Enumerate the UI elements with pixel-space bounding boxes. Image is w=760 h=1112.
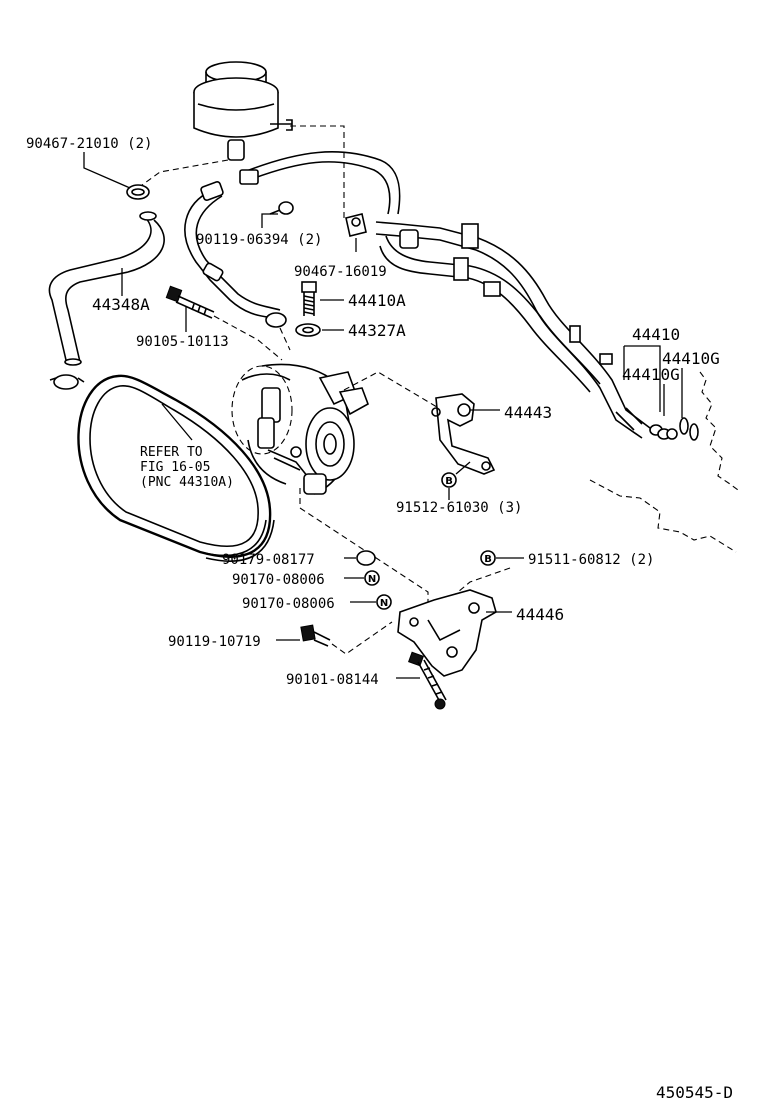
label-44348A: 44348A	[92, 295, 150, 314]
v-belt[interactable]	[77, 374, 275, 562]
b-mark-1: B	[441, 472, 457, 488]
label-44443: 44443	[504, 403, 552, 422]
label-90101-08144: 90101-08144	[286, 672, 379, 688]
pressure-tube-upper[interactable]	[243, 151, 651, 439]
gasket-44327A[interactable]	[295, 323, 321, 337]
b-mark-2: B	[480, 550, 496, 566]
label-90467-16019: 90467-16019	[294, 264, 387, 280]
label-44410G-b: 44410G	[622, 365, 680, 384]
refer-line-3: (PNC 44310A)	[140, 475, 234, 490]
pressure-tube-lower[interactable]	[379, 235, 613, 393]
label-44410: 44410	[632, 325, 680, 344]
label-90105-10113: 90105-10113	[136, 334, 229, 350]
svg-text:B: B	[484, 554, 492, 565]
label-90179-08177: 90179-08177	[222, 552, 315, 568]
power-steering-pump[interactable]	[231, 363, 369, 495]
diagram-code: 450545-D	[656, 1083, 733, 1102]
clip-90467-16019[interactable]	[345, 213, 367, 237]
bolt-90119-10719[interactable]	[300, 624, 331, 647]
n-mark-2: N	[376, 594, 392, 610]
label-91511-60812: 91511-60812 (2)	[528, 552, 654, 568]
label-44410A: 44410A	[348, 291, 406, 310]
refer-line-1: REFER TO	[140, 445, 203, 460]
reservoir-tank[interactable]	[193, 61, 293, 161]
label-90119-10719: 90119-10719	[168, 634, 261, 650]
n-mark-1: N	[364, 570, 380, 586]
return-hose[interactable]	[184, 169, 287, 328]
label-90170-08006-a: 90170-08006	[232, 572, 325, 588]
label-44410G-a: 44410G	[662, 349, 720, 368]
bolt-90105-10113[interactable]	[165, 285, 215, 319]
bracket-44446[interactable]	[397, 589, 497, 677]
plug-90179-08177[interactable]	[356, 550, 376, 566]
label-90119-06394: 90119-06394 (2)	[196, 232, 322, 248]
suction-hose-44348A[interactable]	[48, 211, 165, 366]
hose-clamp-upper[interactable]	[126, 184, 150, 200]
label-44327A: 44327A	[348, 321, 406, 340]
svg-text:N: N	[368, 574, 376, 585]
hose-44410-right[interactable]	[615, 407, 678, 440]
bracket-44443[interactable]	[431, 393, 496, 475]
label-44446: 44446	[516, 605, 564, 624]
bolt-90101-08144[interactable]	[408, 651, 447, 710]
hose-clamp-lower[interactable]	[49, 374, 85, 390]
label-90467-21010: 90467-21010 (2)	[26, 136, 152, 152]
union-bolt-44410A[interactable]	[301, 281, 317, 316]
refer-line-2: FIG 16-05	[140, 460, 210, 475]
label-91512-61030: 91512-61030 (3)	[396, 500, 522, 516]
oring-44410G-b[interactable]	[689, 423, 699, 441]
bolt-90119-06394[interactable]	[269, 201, 294, 215]
svg-text:N: N	[380, 598, 388, 609]
svg-text:B: B	[445, 476, 453, 487]
label-90170-08006-b: 90170-08006	[242, 596, 335, 612]
steering-gear-outline	[589, 371, 739, 553]
oring-44410G-a[interactable]	[679, 417, 689, 435]
